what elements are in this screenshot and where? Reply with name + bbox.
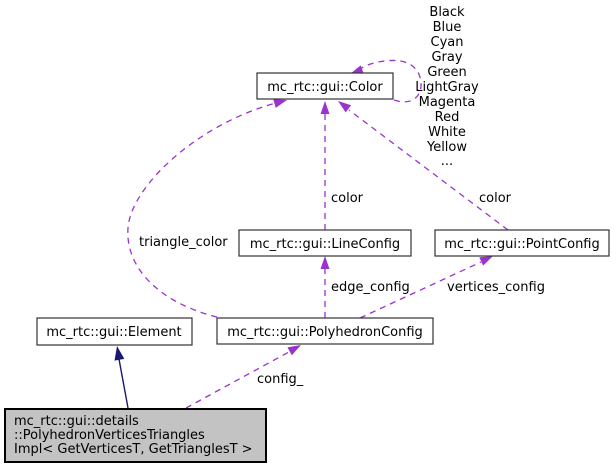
arrowhead-icon [287, 345, 301, 356]
edge-triangle-color: triangle_color [127, 99, 287, 318]
node-pointconfig-label: mc_rtc::gui::PointConfig [444, 237, 600, 252]
color-enum-member-list: Black Blue Cyan Gray Green LightGray Mag… [415, 5, 479, 169]
edge-triangle-color-line [127, 102, 277, 318]
enum-member: Gray [431, 50, 462, 65]
edge-vertices-config-line [359, 261, 482, 319]
node-lineconfig-label: mc_rtc::gui::LineConfig [250, 237, 400, 252]
arrowhead-icon [273, 99, 287, 108]
node-impl-label-line3: Impl< GetVerticesT, GetTrianglesT > [14, 442, 253, 457]
enum-member: Green [427, 65, 466, 80]
edge-label-vertices-config: vertices_config [447, 280, 545, 295]
arrowhead-icon [479, 256, 493, 266]
edge-label-color-left: color [331, 191, 364, 206]
enum-member: Blue [433, 20, 462, 35]
edge-color-from-pointconfig-line [348, 109, 509, 231]
node-impl-label-line2: ::PolyhedronVerticesTriangles [14, 428, 205, 443]
edge-label-color-right: color [479, 191, 512, 206]
node-color[interactable]: mc_rtc::gui::Color [256, 72, 394, 100]
enum-member: White [428, 125, 466, 140]
node-color-label: mc_rtc::gui::Color [267, 80, 383, 95]
arrowhead-icon [320, 101, 330, 114]
arrowhead-icon [320, 256, 330, 269]
enum-member: Magenta [419, 95, 476, 110]
node-pointconfig-box [434, 229, 610, 257]
edge-color-from-lineconfig: color [320, 101, 364, 230]
node-impl-label-line1: mc_rtc::gui::details [14, 414, 139, 429]
node-lineconfig[interactable]: mc_rtc::gui::LineConfig [238, 229, 412, 257]
edge-color-from-pointconfig: color [338, 101, 512, 231]
enum-member: Yellow [426, 140, 467, 155]
node-element-box [36, 317, 193, 346]
node-element[interactable]: mc_rtc::gui::Element [36, 317, 193, 346]
node-impl-box [4, 408, 267, 463]
edge-inheritance-line [118, 358, 129, 409]
edge-label-triangle-color: triangle_color [139, 235, 228, 250]
edge-vertices-config: vertices_config [359, 256, 545, 319]
node-element-label: mc_rtc::gui::Element [46, 325, 181, 340]
edge-label-config: config_ [257, 372, 304, 387]
edge-config-line [185, 351, 290, 409]
node-polyhedronconfig[interactable]: mc_rtc::gui::PolyhedronConfig [216, 317, 434, 345]
enum-member: LightGray [415, 80, 479, 95]
node-polyhedronconfig-label: mc_rtc::gui::PolyhedronConfig [227, 325, 423, 340]
node-impl-current: mc_rtc::gui::details ::PolyhedronVertice… [4, 408, 267, 463]
edge-color-self-loop [350, 59, 422, 103]
node-lineconfig-box [238, 229, 412, 257]
node-polyhedronconfig-box [216, 317, 434, 345]
edge-inheritance-element [114, 346, 129, 409]
node-pointconfig[interactable]: mc_rtc::gui::PointConfig [434, 229, 610, 257]
arrowhead-icon [350, 65, 364, 74]
node-color-box [256, 72, 394, 100]
arrowhead-icon [338, 101, 352, 113]
edge-edge-config: edge_config [320, 256, 410, 318]
edge-label-edge-config: edge_config [331, 280, 410, 295]
enum-member: Red [435, 110, 460, 125]
enum-member: ... [441, 154, 453, 169]
enum-member: Cyan [431, 35, 464, 50]
arrowhead-icon [114, 346, 125, 361]
edge-config: config_ [185, 345, 304, 409]
edge-color-self-loop-line [359, 59, 422, 103]
enum-member: Black [429, 5, 465, 20]
